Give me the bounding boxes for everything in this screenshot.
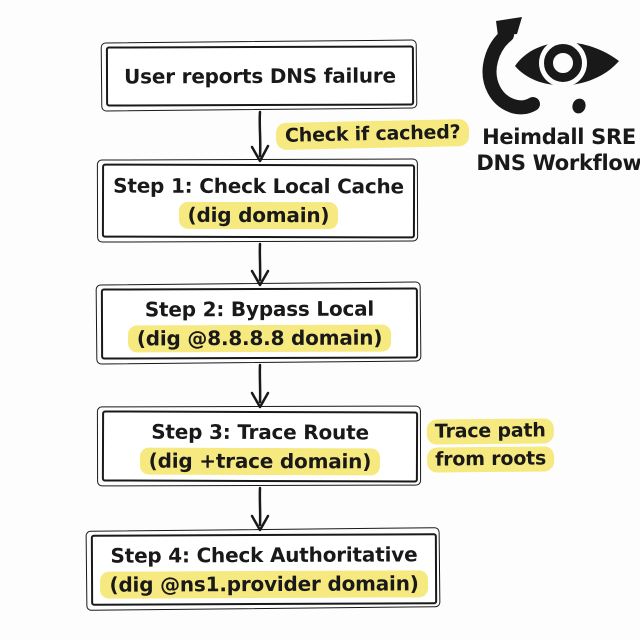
flow-node-step-3: Step 3: Trace Route (dig +trace domain) (101, 410, 419, 483)
flow-node-title: Step 1: Check Local Cache (113, 173, 404, 199)
brand-title: Heimdall SRE (482, 125, 636, 149)
flow-arrow-down-2 (250, 242, 270, 287)
brand-text: Heimdall SRE DNS Workflow (464, 124, 640, 176)
flow-node-user-report: User reports DNS failure (105, 45, 415, 107)
flow-node-title: User reports DNS failure (124, 63, 396, 88)
command-text: (dig domain) (178, 201, 339, 230)
command-text: (dig @8.8.8.8 domain) (127, 324, 392, 352)
annotation-trace-path: Trace path from roots (426, 418, 555, 475)
flow-node-command: (dig +trace domain) (139, 447, 381, 475)
flow-node-title: Step 3: Trace Route (151, 419, 369, 444)
flow-node-step-4: Step 4: Check Authoritative (dig @ns1.pr… (90, 533, 438, 606)
flow-node-command: (dig domain) (178, 201, 339, 230)
annotation-text-line1: Trace path (426, 418, 554, 445)
horn-eye-logo-icon (482, 17, 619, 115)
flow-node-command: (dig @8.8.8.8 domain) (127, 324, 392, 352)
flow-node-step-1: Step 1: Check Local Cache (dig domain) (101, 163, 416, 239)
flow-arrow-down-3 (250, 363, 270, 409)
flow-arrow-down-1 (250, 110, 270, 163)
annotation-check-if-cached: Check if cached? (275, 118, 470, 151)
annotation-text-line2: from roots (427, 446, 555, 473)
annotation-text: Check if cached? (275, 118, 470, 151)
command-text: (dig @ns1.provider domain) (100, 569, 428, 599)
command-text: (dig +trace domain) (139, 447, 381, 475)
flow-node-title: Step 4: Check Authoritative (110, 541, 418, 568)
brand-subtitle: DNS Workflow (476, 151, 640, 175)
flow-arrow-down-4 (250, 486, 270, 532)
flow-node-command: (dig @ns1.provider domain) (100, 569, 428, 599)
flow-node-title: Step 2: Bypass Local (144, 296, 375, 321)
flow-node-step-2: Step 2: Bypass Local (dig @8.8.8.8 domai… (100, 287, 419, 360)
